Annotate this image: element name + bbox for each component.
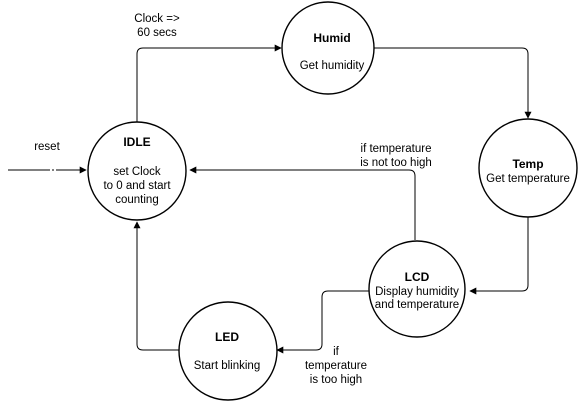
state-idle-desc-3: counting: [115, 194, 158, 206]
state-temp: Temp Get temperature: [478, 118, 578, 218]
state-led-title: LED: [215, 330, 239, 344]
edge-humid-to-temp: [374, 47, 532, 119]
state-humid-title: Humid: [313, 31, 350, 45]
state-humid: Humid Get humidity: [281, 1, 375, 95]
edge-led-to-idle: [133, 221, 180, 351]
edge-lcd-to-idle: [189, 166, 416, 240]
edge-idle-to-humid: [136, 44, 282, 122]
lcd-to-idle-label-2: is not too high: [360, 157, 432, 169]
state-led-desc-1: Start blinking: [194, 360, 260, 372]
state-humid-desc-1: Get humidity: [300, 60, 365, 72]
state-lcd-desc-2: and temperature: [375, 299, 459, 311]
lcd-to-led-label-1: if: [333, 346, 340, 358]
state-idle-desc-2: to 0 and start: [103, 180, 171, 192]
state-idle: IDLE set Clock to 0 and start counting: [87, 121, 187, 221]
state-idle-title: IDLE: [123, 135, 150, 149]
idle-to-humid-label-1: Clock =>: [134, 13, 180, 25]
state-lcd-title: LCD: [405, 270, 430, 284]
state-temp-desc-1: Get temperature: [486, 173, 570, 185]
state-idle-desc-1: set Clock: [113, 166, 161, 178]
idle-to-humid-label-2: 60 secs: [137, 27, 177, 39]
edge-temp-to-lcd: [469, 217, 529, 295]
edge-lcd-to-led: [276, 290, 371, 354]
lcd-to-led-label-3: is too high: [310, 374, 362, 386]
lcd-to-led-label-2: temperature: [305, 360, 367, 372]
reset-label: reset: [34, 141, 60, 153]
lcd-to-idle-label-1: if temperature: [361, 143, 432, 155]
state-temp-title: Temp: [512, 157, 543, 171]
state-lcd: LCD Display humidity and temperature: [368, 240, 466, 338]
state-led: LED Start blinking: [178, 301, 278, 401]
state-lcd-desc-1: Display humidity: [375, 286, 459, 298]
